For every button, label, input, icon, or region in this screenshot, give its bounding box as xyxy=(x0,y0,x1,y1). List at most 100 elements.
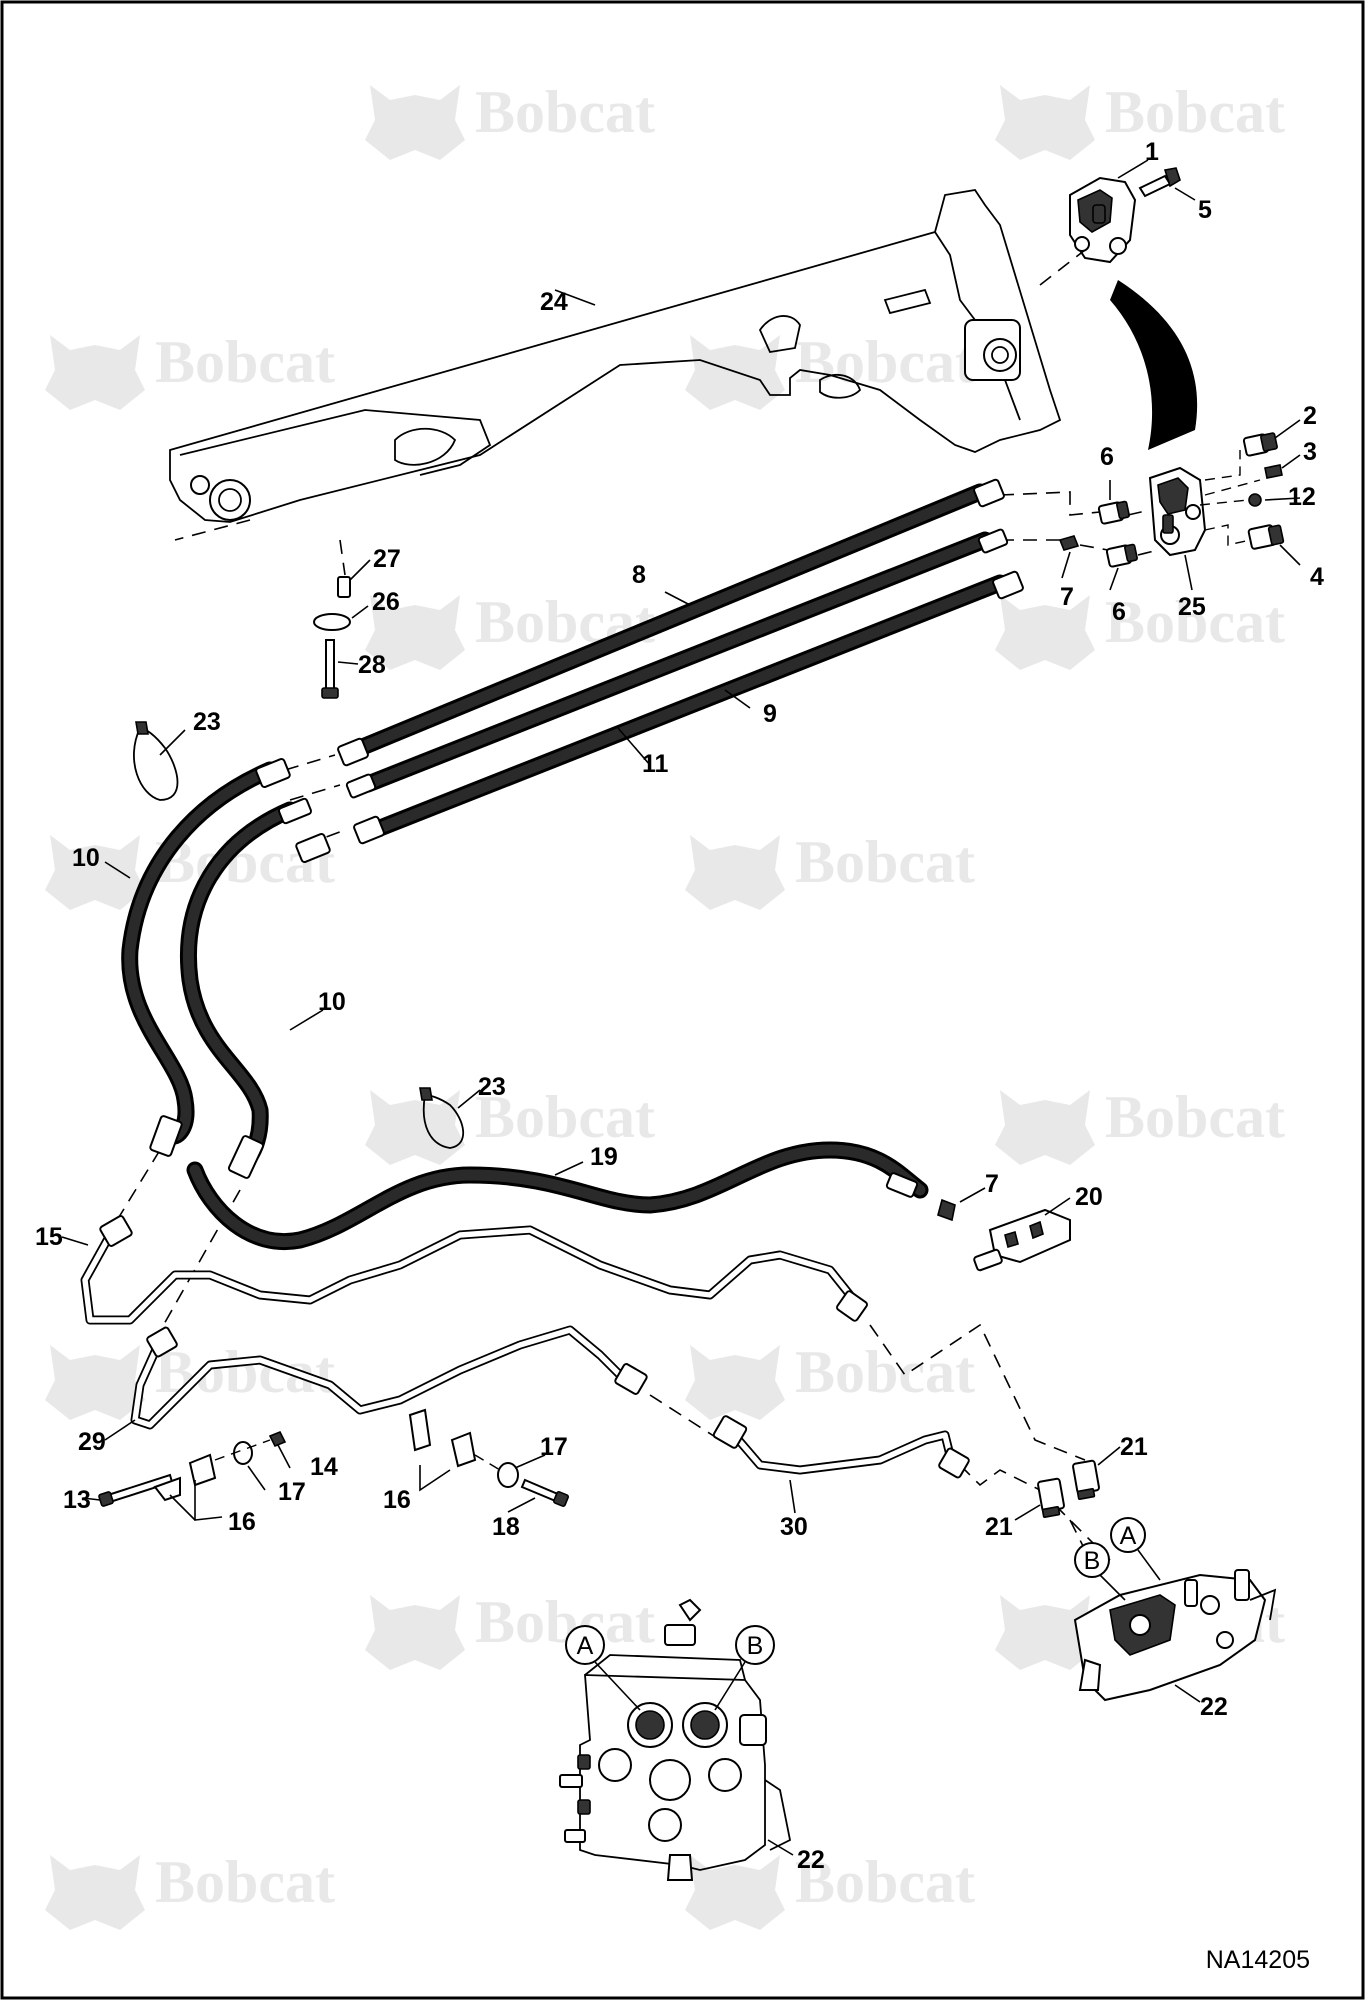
bobcat-logo-icon xyxy=(365,1595,465,1670)
callout-8: 8 xyxy=(632,561,646,589)
callout-6-upper: 6 xyxy=(1100,443,1114,471)
bobcat-watermark: Bobcat xyxy=(685,329,975,410)
watermark-text: Bobcat xyxy=(155,1849,335,1915)
callout-labels: 1 5 24 2 3 12 4 6 6 7 25 8 9 11 27 26 28… xyxy=(35,138,1324,1874)
callout-4: 4 xyxy=(1310,563,1324,591)
washer-part-17-left xyxy=(233,1441,253,1465)
bobcat-watermark: Bobcat xyxy=(995,1084,1285,1165)
callout-13: 13 xyxy=(63,1486,91,1514)
port-marker-b-detail: B xyxy=(747,1632,764,1660)
hose-set-curved xyxy=(121,758,331,1179)
callout-2: 2 xyxy=(1303,402,1317,430)
bobcat-watermark: Bobcat xyxy=(995,79,1285,160)
nut-part-14 xyxy=(268,1430,287,1448)
watermark-text: Bobcat xyxy=(1105,1084,1285,1150)
clamp-hardware-set xyxy=(98,576,570,1508)
washer-part-26 xyxy=(313,613,351,631)
bobcat-watermark: Bobcat xyxy=(365,1589,655,1670)
bobcat-logo-icon xyxy=(365,595,465,670)
clamp-part-16-mid-upper xyxy=(408,1408,432,1452)
bolt-part-28 xyxy=(325,639,335,691)
watermark-text: Bobcat xyxy=(795,829,975,895)
port-markers-main: A B xyxy=(1074,1517,1161,1601)
valve-block-part-20 xyxy=(973,1208,1071,1272)
callout-22-detail: 22 xyxy=(797,1846,825,1874)
bobcat-logo-icon xyxy=(365,85,465,160)
coupler-manifold-assembly xyxy=(1058,432,1285,568)
clamp-part-16-left-lower xyxy=(153,1476,181,1502)
cable-tie-part-23-lower xyxy=(422,1094,465,1149)
bobcat-logo-icon xyxy=(995,85,1095,160)
callout-leader-lines xyxy=(61,159,1301,1856)
watermark-text: Bobcat xyxy=(475,1084,655,1150)
callout-12: 12 xyxy=(1288,483,1316,511)
callout-16-mid: 16 xyxy=(383,1486,411,1514)
watermark-text: Bobcat xyxy=(155,329,335,395)
port-marker-a-main: A xyxy=(1120,1522,1137,1550)
bobcat-logo-icon xyxy=(995,1090,1095,1165)
callout-24: 24 xyxy=(540,288,568,316)
coupler-mount-block xyxy=(1069,167,1181,264)
callout-26: 26 xyxy=(372,588,400,616)
bobcat-watermark: Bobcat xyxy=(45,329,335,410)
fitting-part-4 xyxy=(1247,524,1285,550)
bobcat-logo-icon xyxy=(685,1345,785,1420)
bobcat-logo-icon xyxy=(365,1090,465,1165)
washer-part-17-mid xyxy=(497,1462,519,1488)
callout-15: 15 xyxy=(35,1223,63,1251)
callout-25: 25 xyxy=(1178,593,1206,621)
fitting-part-2 xyxy=(1242,432,1278,457)
bobcat-watermark: Bobcat xyxy=(365,79,655,160)
control-valve-part-22-main xyxy=(1073,1569,1277,1702)
fitting-part-7-upper xyxy=(1058,535,1080,551)
watermark-text: Bobcat xyxy=(1105,589,1285,655)
fitting-part-7-lower xyxy=(937,1198,956,1222)
orifice-part-12 xyxy=(1248,493,1262,507)
bobcat-logo-icon xyxy=(685,1855,785,1930)
watermark-text: Bobcat xyxy=(795,1339,975,1405)
callout-27: 27 xyxy=(373,545,401,573)
bobcat-logo-icon xyxy=(995,1595,1095,1670)
callout-16-left: 16 xyxy=(228,1508,256,1536)
bobcat-logo-icon xyxy=(45,835,145,910)
callout-14: 14 xyxy=(310,1453,338,1481)
fitting-part-6-lower xyxy=(1105,543,1138,568)
callout-23-lower: 23 xyxy=(478,1073,506,1101)
bobcat-watermark: Bobcat xyxy=(45,1849,335,1930)
spacer-part-27 xyxy=(337,576,351,598)
callout-22-main: 22 xyxy=(1200,1693,1228,1721)
callout-30: 30 xyxy=(780,1513,808,1541)
watermark-text: Bobcat xyxy=(475,79,655,145)
hose-set-diagonal xyxy=(337,478,1024,845)
fitting-part-6-upper xyxy=(1097,500,1130,525)
callout-7-lower: 7 xyxy=(985,1170,999,1198)
callout-11: 11 xyxy=(642,750,669,778)
callout-21-upper: 21 xyxy=(1120,1433,1148,1461)
detail-direction-arrow xyxy=(1110,280,1198,450)
callout-1: 1 xyxy=(1145,138,1159,166)
watermark-text: Bobcat xyxy=(795,1849,975,1915)
callout-6-lower: 6 xyxy=(1112,598,1126,626)
callout-23-upper: 23 xyxy=(193,708,221,736)
bobcat-logo-icon xyxy=(685,835,785,910)
hose-part-19-assembly xyxy=(186,1141,1071,1272)
bobcat-watermark: Bobcat xyxy=(365,589,655,670)
callout-19: 19 xyxy=(590,1143,618,1171)
callout-10-right: 10 xyxy=(318,988,346,1016)
callout-17-mid: 17 xyxy=(540,1433,568,1461)
bobcat-watermark: Bobcat xyxy=(685,829,975,910)
control-valve-part-22-detail xyxy=(559,1598,792,1881)
drawing-id-label: NA14205 xyxy=(1206,1946,1310,1974)
bobcat-watermark: Bobcat xyxy=(685,1849,975,1930)
callout-28: 28 xyxy=(358,651,386,679)
callout-18: 18 xyxy=(492,1513,520,1541)
callout-9: 9 xyxy=(763,700,777,728)
callout-10-left: 10 xyxy=(72,844,100,872)
callout-20: 20 xyxy=(1075,1183,1103,1211)
hose-part-19 xyxy=(186,1141,929,1250)
bobcat-watermark: Bobcat xyxy=(685,1339,975,1420)
fitting-part-3 xyxy=(1264,464,1283,479)
callout-7-upper: 7 xyxy=(1060,583,1074,611)
